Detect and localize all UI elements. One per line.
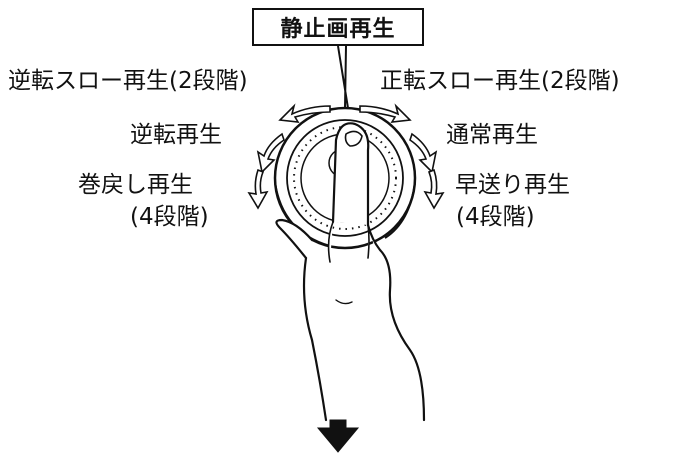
fast-forward-steps-label: (4段階) (456, 204, 535, 230)
forward-slow-arrow (359, 103, 412, 123)
left-arrows (247, 103, 331, 210)
reverse-slow-label: 逆転スロー再生(2段階) (8, 68, 248, 94)
still-image-playback-label: 静止画再生 (252, 8, 424, 46)
rewind-play-label: 巻戻し再生 (78, 172, 193, 198)
normal-play-label: 通常再生 (446, 122, 538, 148)
right-arrows (359, 103, 445, 210)
down-arrow (316, 419, 360, 453)
normal-play-arrow (409, 132, 438, 174)
title-pointer-line (337, 45, 349, 109)
rewind-arrow (247, 168, 269, 210)
fast-forward-arrow (423, 168, 445, 210)
hand (275, 122, 426, 422)
reverse-play-label: 逆転再生 (130, 122, 222, 148)
reverse-slow-arrow (278, 103, 331, 123)
rewind-steps-label: (4段階) (130, 204, 209, 230)
reverse-play-arrow (256, 132, 285, 174)
fast-forward-play-label: 早送り再生 (455, 172, 570, 198)
forward-slow-label: 正転スロー再生(2段階) (380, 68, 620, 94)
